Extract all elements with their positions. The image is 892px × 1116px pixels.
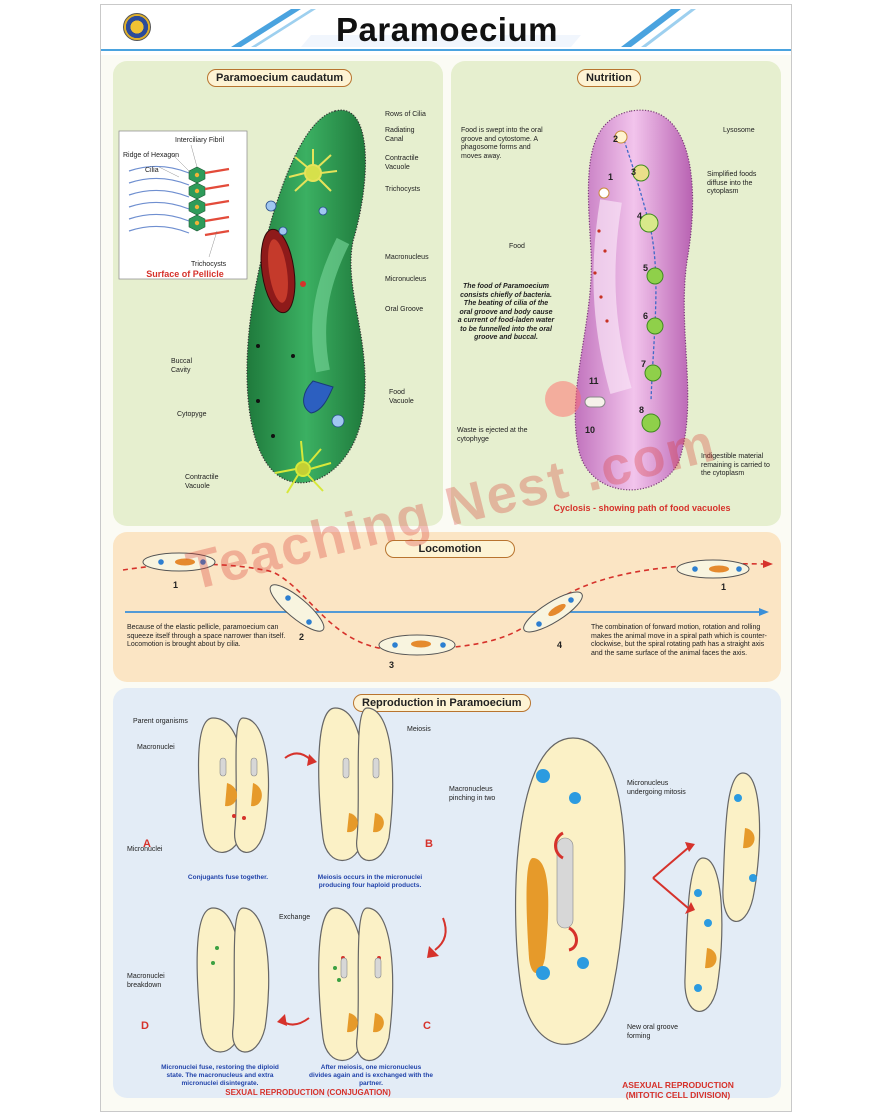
label-macronuclei-breakdown: Macronuclei breakdown (127, 973, 165, 989)
label-radiating-canal: Radiating Canal (385, 127, 415, 143)
vacuole-number-5: 5 (643, 263, 649, 273)
locomotion-number-1a: 1 (173, 580, 179, 590)
locomotion-text-right: The combination of forward motion, rotat… (591, 624, 767, 657)
reproduction-panel-title: Reproduction in Paramoecium (353, 694, 531, 712)
label-macronucleus-pinching: Macronucleus pinching in two (449, 786, 496, 802)
inset-label-interciliary: Interciliary Fibril (175, 137, 225, 144)
nutrition-cell-diagram (574, 109, 694, 491)
page-title: Paramoecium (336, 11, 558, 48)
vacuole-number-11: 11 (589, 376, 599, 386)
pellicle-caption: Surface of Pellicle (146, 269, 224, 279)
cytopyge-glow (545, 381, 581, 417)
label-food-vacuole: Food Vacuole (389, 389, 414, 405)
reproduction-diagram (196, 707, 761, 1062)
nutrition-text-waste: Waste is ejected at the cytophyge (457, 427, 528, 443)
label-food: Food (509, 243, 525, 250)
asexual-reproduction-title-2: (MITOTIC CELL DIVISION) (625, 1090, 731, 1100)
chart-page: Paramoecium Paramoecium caudatum (100, 4, 792, 1112)
reproduction-panel: Reproduction in Paramoecium (113, 688, 781, 1100)
vacuole-number-10: 10 (585, 425, 596, 435)
inset-label-trichocysts: Trichocysts (191, 261, 227, 268)
label-micronucleus: Micronucleus (385, 276, 427, 283)
header-decoration (101, 9, 791, 51)
label-buccal-cavity: Buccal Cavity (171, 358, 193, 374)
nutrition-text-indigestible: Indigestible material remaining is carri… (701, 453, 770, 477)
vacuole-number-2: 2 (613, 134, 619, 144)
label-lysosome: Lysosome (723, 127, 755, 134)
nutrition-text-simplified: Simplified foods diffuse into the cytopl… (707, 171, 757, 195)
inset-label-ridge: Ridge of Hexagon (123, 152, 180, 159)
locomotion-path-diagram (122, 552, 773, 656)
stage-letter-b: B (425, 838, 433, 850)
label-exchange: Exchange (279, 914, 311, 921)
publisher-logo (123, 13, 151, 41)
label-cytopyge: Cytopyge (177, 411, 207, 418)
caption-stage-a: Conjugants fuse together. (187, 874, 269, 881)
vacuole-number-6: 6 (643, 311, 649, 321)
cell-panel-title: Paramoecium caudatum (207, 69, 353, 87)
locomotion-text-left: Because of the elastic pellicle, paramoe… (127, 624, 286, 648)
vacuole-number-4: 4 (637, 211, 643, 221)
locomotion-panel-title: Locomotion (385, 540, 515, 558)
label-new-oral-groove: New oral groove forming (627, 1024, 678, 1040)
vacuole-number-3: 3 (631, 167, 637, 177)
label-micronucleus-mitosis: Micronucleus undergoing mitosis (627, 780, 686, 796)
stage-letter-d: D (141, 1020, 149, 1032)
inset-label-cilia: Cilia (145, 167, 159, 174)
label-meiosis: Meiosis (407, 726, 431, 733)
label-contractile-vacuole-bottom: Contractile Vacuole (185, 474, 219, 490)
header-bar: Paramoecium (101, 5, 791, 55)
locomotion-number-1b: 1 (721, 582, 727, 592)
label-macronuclei: Macronuclei (137, 744, 175, 751)
caption-stage-b: Meiosis occurs in the micronuclei produc… (317, 874, 423, 889)
vacuole-number-1: 1 (608, 172, 614, 182)
pellicle-inset-diagram (118, 130, 248, 280)
sexual-reproduction-title: SEXUAL REPRODUCTION (CONJUGATION) (225, 1088, 391, 1097)
locomotion-number-2: 2 (299, 632, 305, 642)
label-macronucleus: Macronucleus (385, 254, 429, 261)
caption-stage-d: Micronuclei fuse, restoring the diploid … (161, 1064, 279, 1087)
cell-structure-panel: Paramoecium caudatum Intercil (113, 61, 443, 526)
stage-letter-c: C (423, 1020, 431, 1032)
stage-letter-a: A (143, 838, 151, 850)
vacuole-number-8: 8 (639, 405, 645, 415)
nutrition-text-swept: Food is swept into the oral groove and c… (461, 127, 543, 160)
locomotion-panel: Locomotion 1 2 3 4 1 Because of the elas… (113, 532, 781, 682)
nutrition-text-center: The food of Paramoecium consists chiefly… (457, 283, 555, 341)
asexual-reproduction-title-1: ASEXUAL REPRODUCTION (622, 1080, 734, 1090)
paramoecium-cell-diagram (246, 109, 367, 494)
label-micronuclei: Micronuclei (127, 846, 163, 853)
nutrition-panel-title: Nutrition (577, 69, 641, 87)
vacuole-number-7: 7 (641, 359, 647, 369)
label-parent-organisms: Parent organisms (133, 718, 188, 725)
label-contractile-vacuole-top: Contractile Vacuole (385, 155, 419, 171)
caption-stage-c: After meiosis, one micronucleus divides … (309, 1064, 433, 1087)
label-oral-groove: Oral Groove (385, 306, 424, 313)
label-trichocysts: Trichocysts (385, 186, 421, 193)
locomotion-number-3: 3 (389, 660, 395, 670)
label-rows-of-cilia: Rows of Cilia (385, 111, 426, 118)
nutrition-panel: Nutrition 1 2 3 4 5 6 (451, 61, 781, 526)
nutrition-caption: Cyclosis - showing path of food vacuoles (553, 503, 731, 513)
locomotion-number-4: 4 (557, 640, 563, 650)
